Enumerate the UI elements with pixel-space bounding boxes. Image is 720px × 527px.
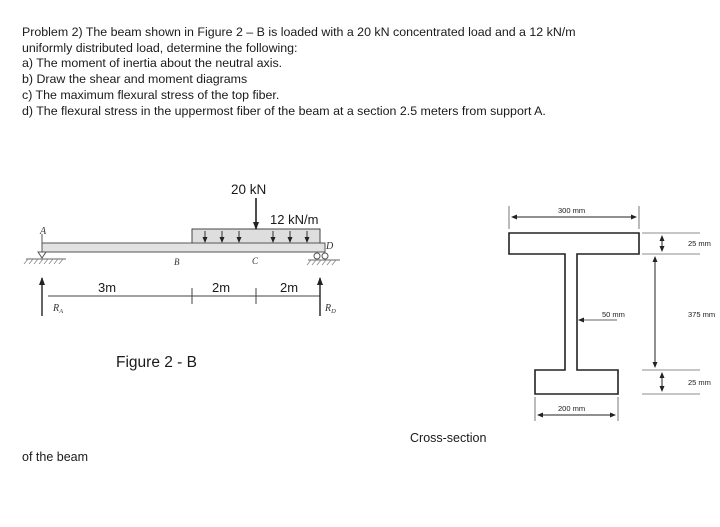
point-c-label: C	[252, 256, 259, 266]
point-load-label: 20 kN	[231, 182, 266, 197]
problem-line-3: a) The moment of inertia about the neutr…	[22, 56, 283, 71]
support-d-hatch	[306, 259, 337, 266]
point-b-label: B	[174, 257, 180, 267]
span-bc-label: 2m	[212, 280, 230, 295]
point-d-label: D	[325, 241, 334, 252]
i-beam-section	[508, 232, 640, 395]
problem-line-5: c) The maximum flexural stress of the to…	[22, 87, 280, 102]
problem-line-4: b) Draw the shear and moment diagrams	[22, 72, 248, 87]
distributed-load-block	[191, 228, 321, 244]
footer-text: of the beam	[22, 450, 89, 464]
cross-section-caption: Cross-section	[410, 431, 487, 445]
top-width-label: 300 mm	[558, 206, 585, 215]
web-thk-label: 50 mm	[602, 310, 625, 319]
support-a-hatch	[23, 258, 64, 265]
support-a-pin	[37, 251, 47, 259]
web-height-label: 375 mm	[688, 310, 715, 319]
cross-section-figure: 300 mm 25 mm 375 mm 25 mm 50 mm 200 mm	[508, 206, 715, 421]
beam-body	[41, 242, 326, 253]
bottom-width-label: 200 mm	[558, 404, 585, 413]
support-d-roller-1	[313, 252, 321, 260]
support-d-roller-2	[321, 252, 329, 260]
span-ab-label: 3m	[98, 280, 116, 295]
reaction-d-label: RD	[324, 303, 336, 315]
beam-figure: 20 kN 12 kN/m A B C D 3m 2m 2m	[23, 182, 340, 371]
figure-label: Figure 2 - B	[116, 354, 197, 371]
reaction-a-label: RA	[52, 303, 63, 315]
problem-statement: Problem 2) The beam shown in Figure 2 – …	[22, 25, 702, 119]
problem-line-6: d) The flexural stress in the uppermost …	[22, 103, 546, 118]
distributed-load-arrows	[202, 231, 310, 243]
span-cd-label: 2m	[280, 280, 298, 295]
problem-line-2: uniformly distributed load, determine th…	[22, 40, 298, 55]
bottom-flange-thk-label: 25 mm	[688, 378, 711, 387]
problem-line-1: Problem 2) The beam shown in Figure 2 – …	[22, 25, 576, 39]
dist-load-label: 12 kN/m	[270, 212, 318, 227]
point-a-label: A	[39, 226, 47, 237]
top-flange-thk-label: 25 mm	[688, 239, 711, 248]
